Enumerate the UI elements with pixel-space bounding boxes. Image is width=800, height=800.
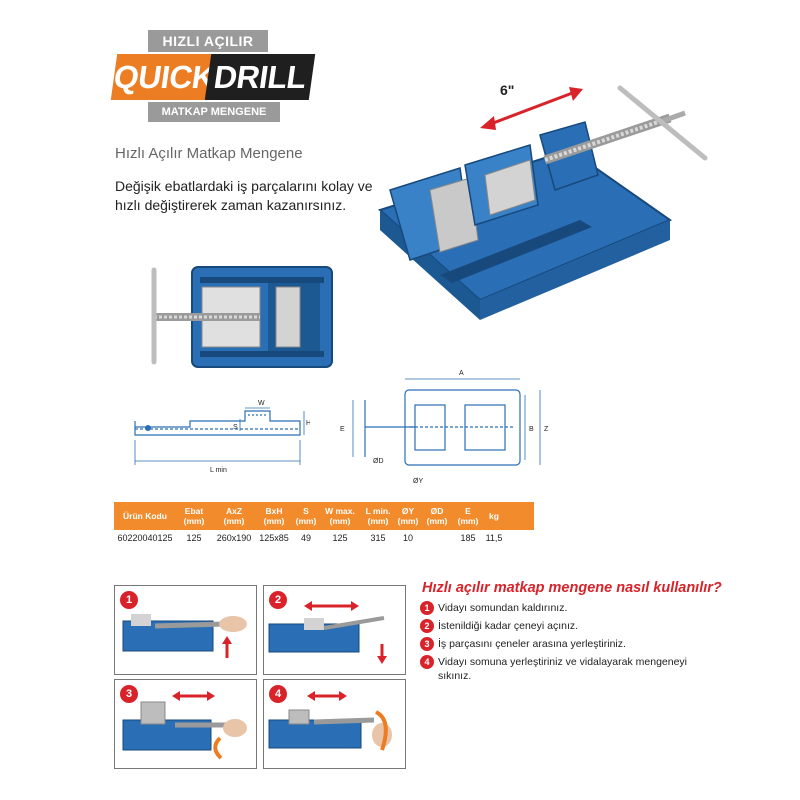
step-photo-2: 2 — [263, 585, 406, 675]
table-cell: 260x190 — [216, 533, 252, 543]
product-subtitle: Hızlı Açılır Matkap Mengene — [115, 145, 303, 162]
step-photo-3: 3 — [114, 679, 257, 769]
dim-lmin: L min — [210, 467, 227, 474]
dim-h: H — [306, 420, 310, 427]
dim-s: S — [233, 424, 238, 431]
dim-z: Z — [544, 426, 549, 433]
header-cell: AxZ(mm) — [223, 506, 245, 526]
top-view-drawing: A B Z E ØD ØY — [340, 370, 549, 485]
dim-a: A — [459, 370, 464, 377]
step-photo-4: 4 — [263, 679, 406, 769]
step-text: İstenildiği kadar çeneyi açınız. — [438, 620, 579, 632]
dim-od: ØD — [373, 458, 384, 465]
size-label: 6" — [500, 82, 514, 98]
vise-top-view-photo — [151, 266, 333, 368]
logo-bottom-text: MATKAP MENGENE — [148, 102, 280, 122]
dim-oy: ØY — [413, 478, 423, 485]
header-cell: W max.(mm) — [325, 506, 355, 526]
step-3-illustration — [122, 691, 247, 760]
list-item: 3 İş parçasını çeneler arasına yerleştir… — [420, 637, 710, 651]
header-cell: E(mm) — [457, 506, 479, 526]
logo-quick-word: QUICK — [110, 54, 218, 100]
howto-title: Hızlı açılır matkap mengene nasıl kullan… — [422, 580, 722, 596]
step-4-illustration — [268, 691, 392, 751]
dim-b: B — [529, 426, 534, 433]
step-2-illustration — [268, 601, 387, 664]
logo-drill-word: DRILL — [204, 54, 316, 100]
step-number-badge: 3 — [420, 637, 434, 651]
table-cell: 315 — [370, 533, 386, 543]
table-cell — [420, 530, 454, 546]
step-number-badge: 1 — [420, 601, 434, 615]
step-text: Vidayı somundan kaldırınız. — [438, 602, 568, 614]
spec-table: Ürün Kodu Ebat (mm) AxZ(mm) BxH(mm) S(mm… — [114, 502, 534, 546]
step-number-badge: 2 — [420, 619, 434, 633]
step-text: Vidayı somuna yerleştiriniz ve vidalayar… — [438, 656, 688, 682]
step-number-badge: 4 — [269, 685, 287, 703]
table-cell: 10 — [402, 533, 413, 543]
table-cell: 185 — [460, 533, 476, 543]
header-cell: BxH(mm) — [263, 506, 285, 526]
dim-e: E — [340, 426, 345, 433]
table-row: 60220040125 125 260x190 125x85 49 125 31… — [114, 530, 534, 546]
header-cell: Ebat (mm) — [183, 506, 205, 526]
table-cell: 125x85 — [259, 533, 289, 543]
vise-main-photo: 6" — [378, 82, 708, 320]
header-cell: S(mm) — [295, 506, 317, 526]
spec-table-header: Ürün Kodu Ebat (mm) AxZ(mm) BxH(mm) S(mm… — [114, 502, 534, 530]
step-number-badge: 3 — [120, 685, 138, 703]
step-text: İş parçasını çeneler arasına yerleştirin… — [438, 638, 626, 650]
brand-logo: HIZLI AÇILIR QUICK DRILL MATKAP MENGENE — [104, 30, 316, 122]
product-description: Değişik ebatlardaki iş parçalarını kolay… — [115, 178, 373, 213]
header-cell: L min.(mm) — [365, 506, 391, 526]
header-cell: ØY(mm) — [397, 506, 419, 526]
howto-list: 1 Vidayı somundan kaldırınız. 2 İstenild… — [420, 601, 710, 687]
list-item: 2 İstenildiği kadar çeneyi açınız. — [420, 619, 710, 633]
step-photo-1: 1 — [114, 585, 257, 675]
header-cell: Ürün Kodu — [123, 511, 167, 521]
step-1-illustration — [122, 614, 247, 658]
table-cell: 60220040125 — [117, 533, 173, 543]
table-cell: 125 — [332, 533, 348, 543]
table-cell: 125 — [186, 533, 202, 543]
dim-w: W — [258, 400, 265, 407]
table-cell: 11,5 — [485, 533, 503, 543]
list-item: 4 Vidayı somuna yerleştiriniz ve vidalay… — [420, 655, 710, 683]
size-arrow — [480, 87, 583, 130]
step-number-badge: 2 — [269, 591, 287, 609]
header-cell: ØD(mm) — [426, 506, 448, 526]
list-item: 1 Vidayı somundan kaldırınız. — [420, 601, 710, 615]
header-cell: kg — [489, 511, 499, 521]
step-number-badge: 4 — [420, 655, 434, 669]
step-number-badge: 1 — [120, 591, 138, 609]
logo-top-text: HIZLI AÇILIR — [148, 30, 268, 52]
side-view-drawing: W S H L min — [134, 400, 310, 474]
table-cell: 49 — [300, 533, 311, 543]
